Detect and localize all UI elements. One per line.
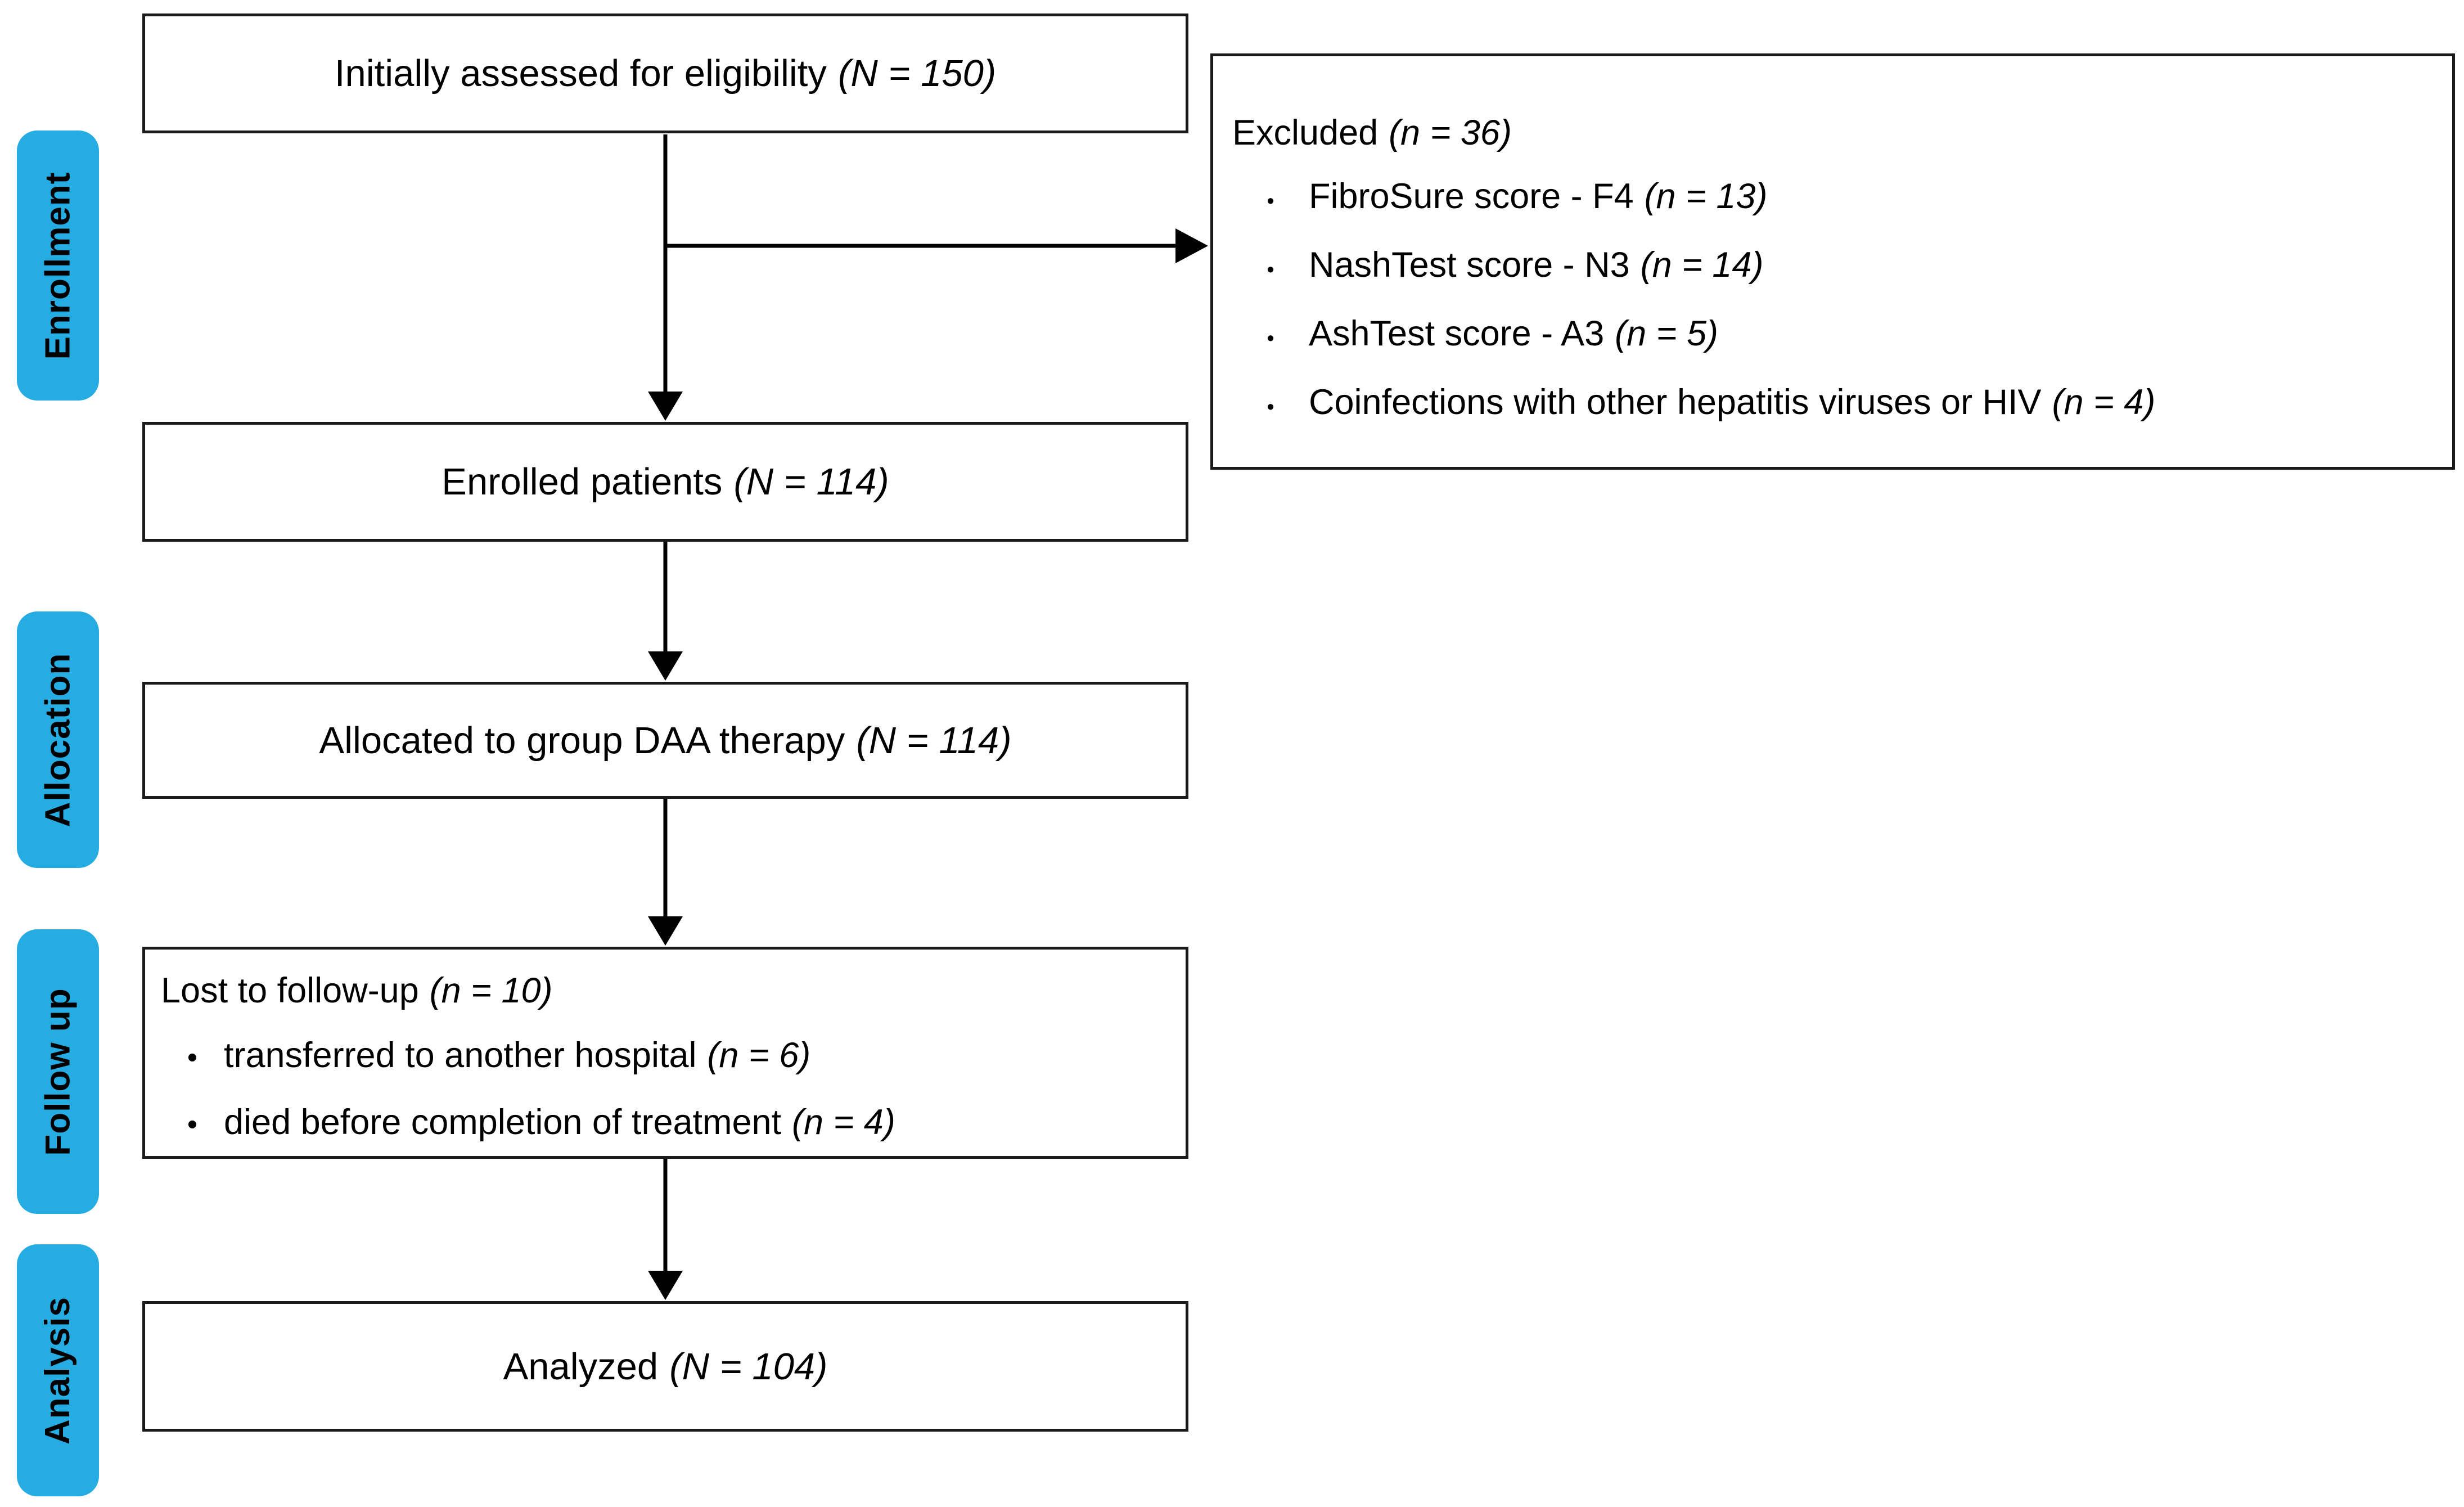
box-lost-to-follow-up: Lost to follow-up(n = 10) • transferred … [142,947,1188,1159]
stage-label-enrollment: Enrollment [17,131,99,401]
arrow-follow-up-to-analyzed [648,1159,683,1300]
excluded-item-text: FibroSure score - F4(n = 13) [1309,177,1768,216]
arrow-allocated-to-follow-up [648,799,683,946]
box-initially-assessed-text: Initially assessed for eligibility(N = 1… [334,52,997,95]
arrow-eligibility-to-enrolled [648,134,683,421]
bullet-icon: • [187,1041,198,1074]
box-enrolled: Enrolled patients(N = 114) [142,422,1188,542]
stage-label-allocation: Allocation [17,611,99,868]
arrow-enrolled-to-allocated [648,542,683,681]
box-excluded-title: Excluded(n = 36) [1232,113,1512,152]
box-enrolled-stat: (N = 114) [733,461,889,503]
arrow-eligibility-to-excluded [665,228,1208,263]
stage-label-follow-up: Follow up [17,929,99,1214]
excluded-item: • AshTest score - A3(n = 5) [1232,302,2435,371]
excluded-item: • Coinfections with other hepatitis viru… [1232,371,2435,439]
excluded-item: • FibroSure score - F4(n = 13) [1232,165,2435,233]
stage-label-follow-up-text: Follow up [38,987,78,1156]
bullet-icon: • [1267,327,1274,350]
box-lost-to-follow-up-title: Lost to follow-up(n = 10) [161,971,553,1010]
box-analyzed-text: Analyzed(N = 104) [503,1345,828,1388]
box-allocated: Allocated to group DAA therapy(N = 114) [142,682,1188,799]
stage-label-allocation-text: Allocation [38,653,78,827]
box-excluded-title-stat: (n = 36) [1389,113,1512,152]
bullet-icon: • [1267,258,1274,282]
follow-up-item: • transferred to another hospital(n = 6) [161,1023,1174,1090]
box-initially-assessed-stat: (N = 150) [838,52,997,95]
follow-up-item-text: died before completion of treatment(n = … [224,1103,895,1142]
box-analyzed: Analyzed(N = 104) [142,1301,1188,1432]
box-enrolled-text: Enrolled patients(N = 114) [442,461,889,503]
box-excluded: Excluded(n = 36) • FibroSure score - F4(… [1210,53,2455,470]
box-initially-assessed: Initially assessed for eligibility(N = 1… [142,14,1188,133]
bullet-icon: • [187,1108,198,1141]
box-analyzed-stat: (N = 104) [669,1345,828,1388]
excluded-item: • NashTest score - N3(n = 14) [1232,233,2435,302]
bullet-icon: • [1267,395,1274,419]
box-allocated-text: Allocated to group DAA therapy(N = 114) [319,719,1012,762]
excluded-item-text: Coinfections with other hepatitis viruse… [1309,383,2156,422]
box-allocated-stat: (N = 114) [856,719,1012,762]
excluded-item-text: AshTest score - A3(n = 5) [1309,314,1718,353]
excluded-item-text: NashTest score - N3(n = 14) [1309,245,1764,285]
bullet-icon: • [1267,190,1274,213]
box-lost-to-follow-up-title-stat: (n = 10) [429,971,553,1010]
stage-label-analysis-text: Analysis [38,1296,78,1445]
follow-up-item-text: transferred to another hospital(n = 6) [224,1036,811,1075]
stage-label-enrollment-text: Enrollment [38,172,78,359]
stage-label-analysis: Analysis [17,1244,99,1496]
follow-up-item: • died before completion of treatment(n … [161,1090,1174,1157]
